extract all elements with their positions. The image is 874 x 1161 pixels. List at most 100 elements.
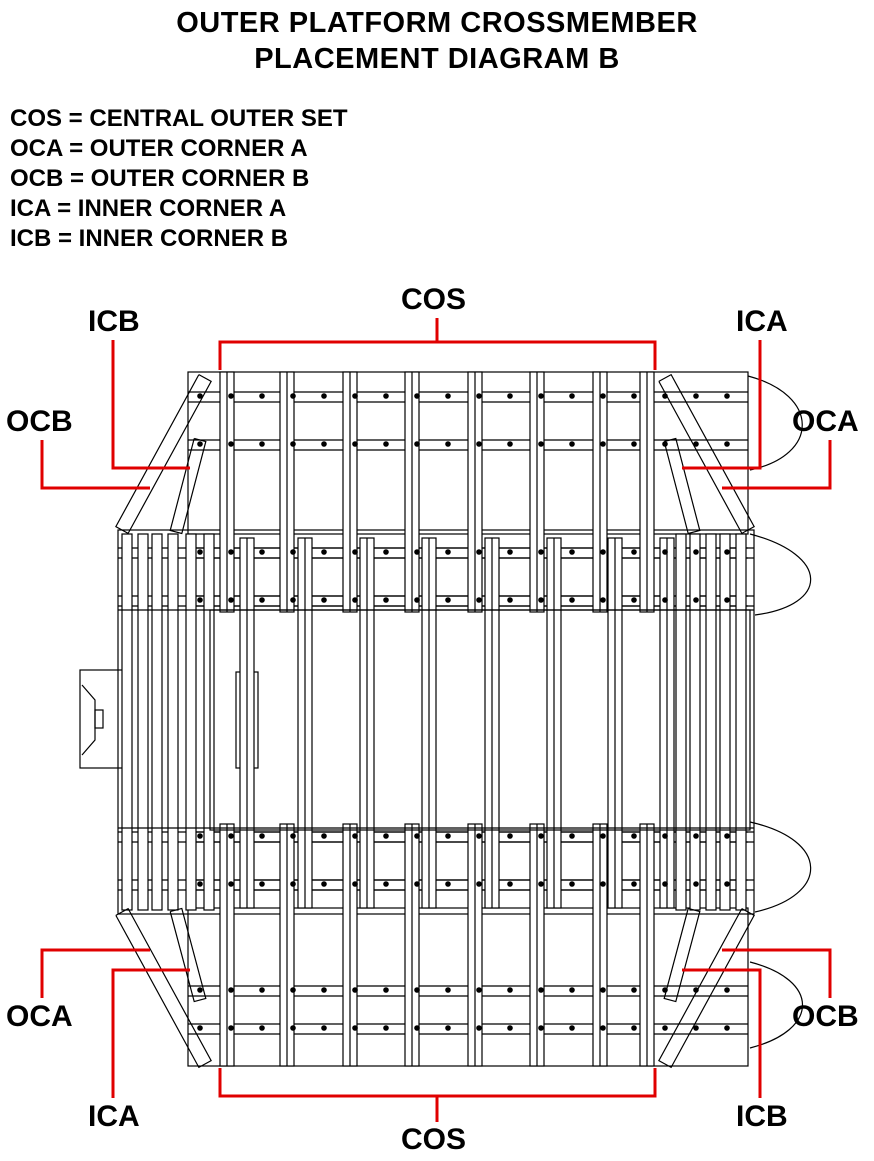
diagram-title-line-2: PLACEMENT DIAGRAM B xyxy=(254,43,620,75)
bolt-39 xyxy=(290,549,296,555)
ocb-bottom-right-member xyxy=(658,908,755,1069)
bolt-76 xyxy=(321,833,327,839)
bolt-110 xyxy=(259,987,265,993)
bolt-0 xyxy=(197,393,203,399)
label-icb-top-left: ICB xyxy=(88,305,140,338)
right-side-member-3 xyxy=(719,533,731,911)
right-side-member-2 xyxy=(705,533,717,911)
bolt-3 xyxy=(290,393,296,399)
ica-top-right-member xyxy=(663,437,701,535)
bolt-61 xyxy=(414,597,420,603)
bolt-53 xyxy=(724,549,730,555)
right-side-member-1 xyxy=(689,533,701,911)
bolt-49 xyxy=(600,549,606,555)
bolt-131 xyxy=(352,1025,358,1031)
bolt-126 xyxy=(197,1025,203,1031)
bolt-30 xyxy=(569,441,575,447)
label-cos-top: COS xyxy=(401,283,467,316)
callout-ica-bottom-left xyxy=(111,968,190,1098)
bolt-143 xyxy=(724,1025,730,1031)
icb-bottom-right-member xyxy=(663,907,701,1003)
bolt-14 xyxy=(631,393,637,399)
bolt-13 xyxy=(600,393,606,399)
bolt-17 xyxy=(724,393,730,399)
bolt-2 xyxy=(259,393,265,399)
bolt-7 xyxy=(414,393,420,399)
bolt-87 xyxy=(662,833,668,839)
bolt-45 xyxy=(476,549,482,555)
label-ocb-top-left: OCB xyxy=(6,405,73,438)
callout-oca-top-right xyxy=(722,440,832,490)
bolt-68 xyxy=(631,597,637,603)
bolt-111 xyxy=(290,987,296,993)
bolt-77 xyxy=(352,833,358,839)
bolt-32 xyxy=(631,441,637,447)
right-scallop-1 xyxy=(747,375,803,471)
bolt-19 xyxy=(228,441,234,447)
callout-lines xyxy=(40,318,832,1122)
bolt-137 xyxy=(538,1025,544,1031)
bolt-102 xyxy=(569,881,575,887)
bolt-48 xyxy=(569,549,575,555)
bolt-11 xyxy=(538,393,544,399)
bolt-26 xyxy=(445,441,451,447)
bolt-73 xyxy=(228,833,234,839)
bolt-107 xyxy=(724,881,730,887)
bolt-112 xyxy=(321,987,327,993)
bolt-29 xyxy=(538,441,544,447)
bolt-74 xyxy=(259,833,265,839)
label-cos-bottom: COS xyxy=(401,1123,467,1156)
bolt-62 xyxy=(445,597,451,603)
bolt-35 xyxy=(724,441,730,447)
platform-structure xyxy=(79,371,812,1069)
bolt-82 xyxy=(507,833,513,839)
bolt-85 xyxy=(600,833,606,839)
bolt-84 xyxy=(569,833,575,839)
bolt-142 xyxy=(693,1025,699,1031)
bolt-66 xyxy=(569,597,575,603)
bolt-56 xyxy=(259,597,265,603)
left-side-member-5 xyxy=(203,533,215,911)
bolt-52 xyxy=(693,549,699,555)
bolt-119 xyxy=(538,987,544,993)
bolt-54 xyxy=(197,597,203,603)
bolt-83 xyxy=(538,833,544,839)
left-side-member-0 xyxy=(121,533,133,911)
bolt-120 xyxy=(569,987,575,993)
legend-entry-ocb: OCB = OUTER CORNER B xyxy=(10,165,310,192)
bolt-139 xyxy=(600,1025,606,1031)
bolt-130 xyxy=(321,1025,327,1031)
bolt-22 xyxy=(321,441,327,447)
bolt-88 xyxy=(693,833,699,839)
left-side-member-2 xyxy=(151,533,163,911)
hatch-bracket xyxy=(81,684,96,756)
bolt-133 xyxy=(414,1025,420,1031)
callout-ocb-bottom-right xyxy=(722,948,832,998)
bolt-108 xyxy=(197,987,203,993)
bolt-98 xyxy=(445,881,451,887)
bolt-24 xyxy=(383,441,389,447)
label-ocb-bottom-right: OCB xyxy=(792,1000,859,1033)
bolt-121 xyxy=(600,987,606,993)
bolt-41 xyxy=(352,549,358,555)
icb-top-left-member xyxy=(169,437,207,535)
ica-bottom-left-member xyxy=(169,907,207,1003)
bolt-105 xyxy=(662,881,668,887)
bolt-44 xyxy=(445,549,451,555)
bolt-113 xyxy=(352,987,358,993)
bolt-72 xyxy=(197,833,203,839)
bolt-103 xyxy=(600,881,606,887)
bolt-20 xyxy=(259,441,265,447)
oca-top-right-member xyxy=(658,373,755,535)
bolt-75 xyxy=(290,833,296,839)
bolt-125 xyxy=(724,987,730,993)
bolt-42 xyxy=(383,549,389,555)
bolt-38 xyxy=(259,549,265,555)
bolt-140 xyxy=(631,1025,637,1031)
bolt-31 xyxy=(600,441,606,447)
center-platform-outline xyxy=(117,529,755,915)
bolt-93 xyxy=(290,881,296,887)
right-scallop-2 xyxy=(749,533,812,616)
bolt-27 xyxy=(476,441,482,447)
